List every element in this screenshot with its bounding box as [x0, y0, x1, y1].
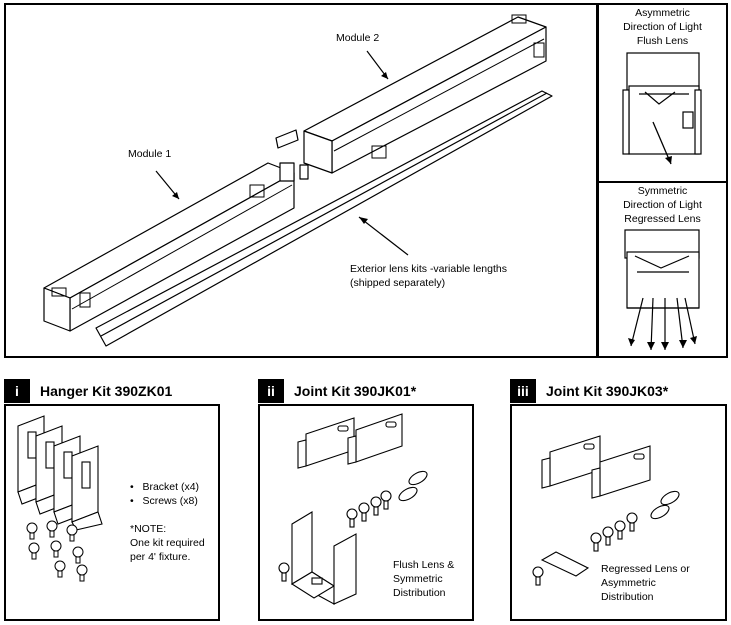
hanger-brackets-drawing [17, 415, 103, 531]
kit-i-number: i [4, 379, 30, 403]
bracket-4 [71, 445, 103, 531]
kit-iii-caption-line3: Distribution [601, 591, 654, 603]
lens-kit-label-line2: (shipped separately) [350, 277, 446, 289]
fixture-assembly-drawing [43, 14, 553, 347]
joint-plate-2 [347, 413, 403, 465]
kit-i-bullet-1: • Bracket (x4) [130, 481, 199, 494]
kit-i-header: i Hanger Kit 390ZK01 [4, 379, 172, 403]
joint-plate-1 [297, 417, 355, 469]
module-2-end-face [303, 130, 333, 174]
joint-plate-2 [591, 445, 651, 499]
kit-i-note-line3: per 4' fixture. [130, 551, 191, 563]
joint-screw-1 [346, 508, 358, 528]
hanger-screws-drawing [26, 520, 88, 582]
screw-2 [46, 520, 58, 538]
kit-ii-caption-line3: Distribution [393, 587, 446, 599]
asym-light-arrow [652, 121, 672, 165]
flat-bracket-plate [540, 551, 590, 577]
kit-iii-header: iii Joint Kit 390JK03* [510, 379, 668, 403]
kit-i-item-bracket: Bracket (x4) [142, 481, 200, 493]
screw-7 [54, 560, 66, 578]
joint-plate-1 [541, 435, 601, 489]
asym-title-line1: Asymmetric [635, 7, 690, 19]
joint-kit-iii-drawing [532, 435, 680, 586]
asym-title-line3: Flush Lens [636, 35, 689, 47]
screw-5 [50, 540, 62, 558]
lens-kit-label-line1: Exterior lens kits -variable lengths [350, 263, 507, 275]
kit-iii-panel [510, 404, 727, 621]
lens-clip-2 [398, 486, 418, 502]
kit-i-item-screws: Screws (x8) [142, 495, 198, 507]
bullet-glyph: • [130, 481, 134, 493]
joint-screw-2 [358, 502, 370, 522]
lens-clip-1 [660, 490, 680, 506]
kit-i-bullet-2: • Screws (x8) [130, 495, 198, 508]
kit-iii-number: iii [510, 379, 536, 403]
joint-kit-ii-drawing [278, 413, 428, 605]
kit-ii-title: Joint Kit 390JK01* [294, 383, 417, 399]
sym-title-line2: Direction of Light [623, 199, 702, 211]
sym-light-arrows [630, 297, 696, 351]
joint-screw-5 [278, 562, 290, 582]
asymmetric-fixture-section [622, 52, 702, 165]
kit-iii-caption-line2: Asymmetric [601, 577, 656, 589]
kit-ii-number: ii [258, 379, 284, 403]
symmetric-fixture-section [624, 229, 700, 351]
module-1-top-face [43, 162, 295, 299]
lens-kit-strip [95, 90, 553, 347]
joint-screw-3 [614, 520, 626, 540]
lens-clip-1 [408, 470, 428, 486]
screw-8 [76, 564, 88, 582]
joint-screw-5 [532, 566, 544, 586]
lens-leader-arrow [358, 216, 409, 256]
lens-clip-2 [650, 504, 670, 520]
sym-title-line1: Symmetric [637, 185, 688, 197]
module-2-label: Module 2 [336, 32, 380, 44]
screw-4 [28, 542, 40, 560]
screw-6 [72, 546, 84, 564]
joint-screw-4 [380, 490, 392, 510]
kit-iii-title: Joint Kit 390JK03* [546, 383, 669, 399]
kit-ii-caption-line1: Flush Lens & [393, 559, 455, 571]
joint-screw-3 [370, 496, 382, 516]
bullet-glyph: • [130, 495, 134, 507]
kit-i-note-line2: One kit required [130, 537, 205, 549]
screw-1 [26, 522, 38, 540]
u-channel-bracket [290, 511, 357, 605]
joint-plate-part [275, 129, 299, 149]
module-1-end-face [43, 287, 71, 332]
kit-iii-caption-line1: Regressed Lens or [601, 563, 690, 575]
module-1-label: Module 1 [128, 148, 172, 160]
joint-screw-2 [602, 526, 614, 546]
kit-i-note-line1: *NOTE: [130, 523, 167, 535]
kit-ii-caption-line2: Symmetric [393, 573, 443, 585]
joint-screw-1 [590, 532, 602, 552]
asym-title-line2: Direction of Light [623, 21, 702, 33]
screw-3 [66, 524, 78, 542]
joint-screw-4 [626, 512, 638, 532]
kit-ii-header: ii Joint Kit 390JK01* [258, 379, 416, 403]
sym-title-line3: Regressed Lens [624, 213, 701, 225]
kit-i-title: Hanger Kit 390ZK01 [40, 383, 173, 399]
